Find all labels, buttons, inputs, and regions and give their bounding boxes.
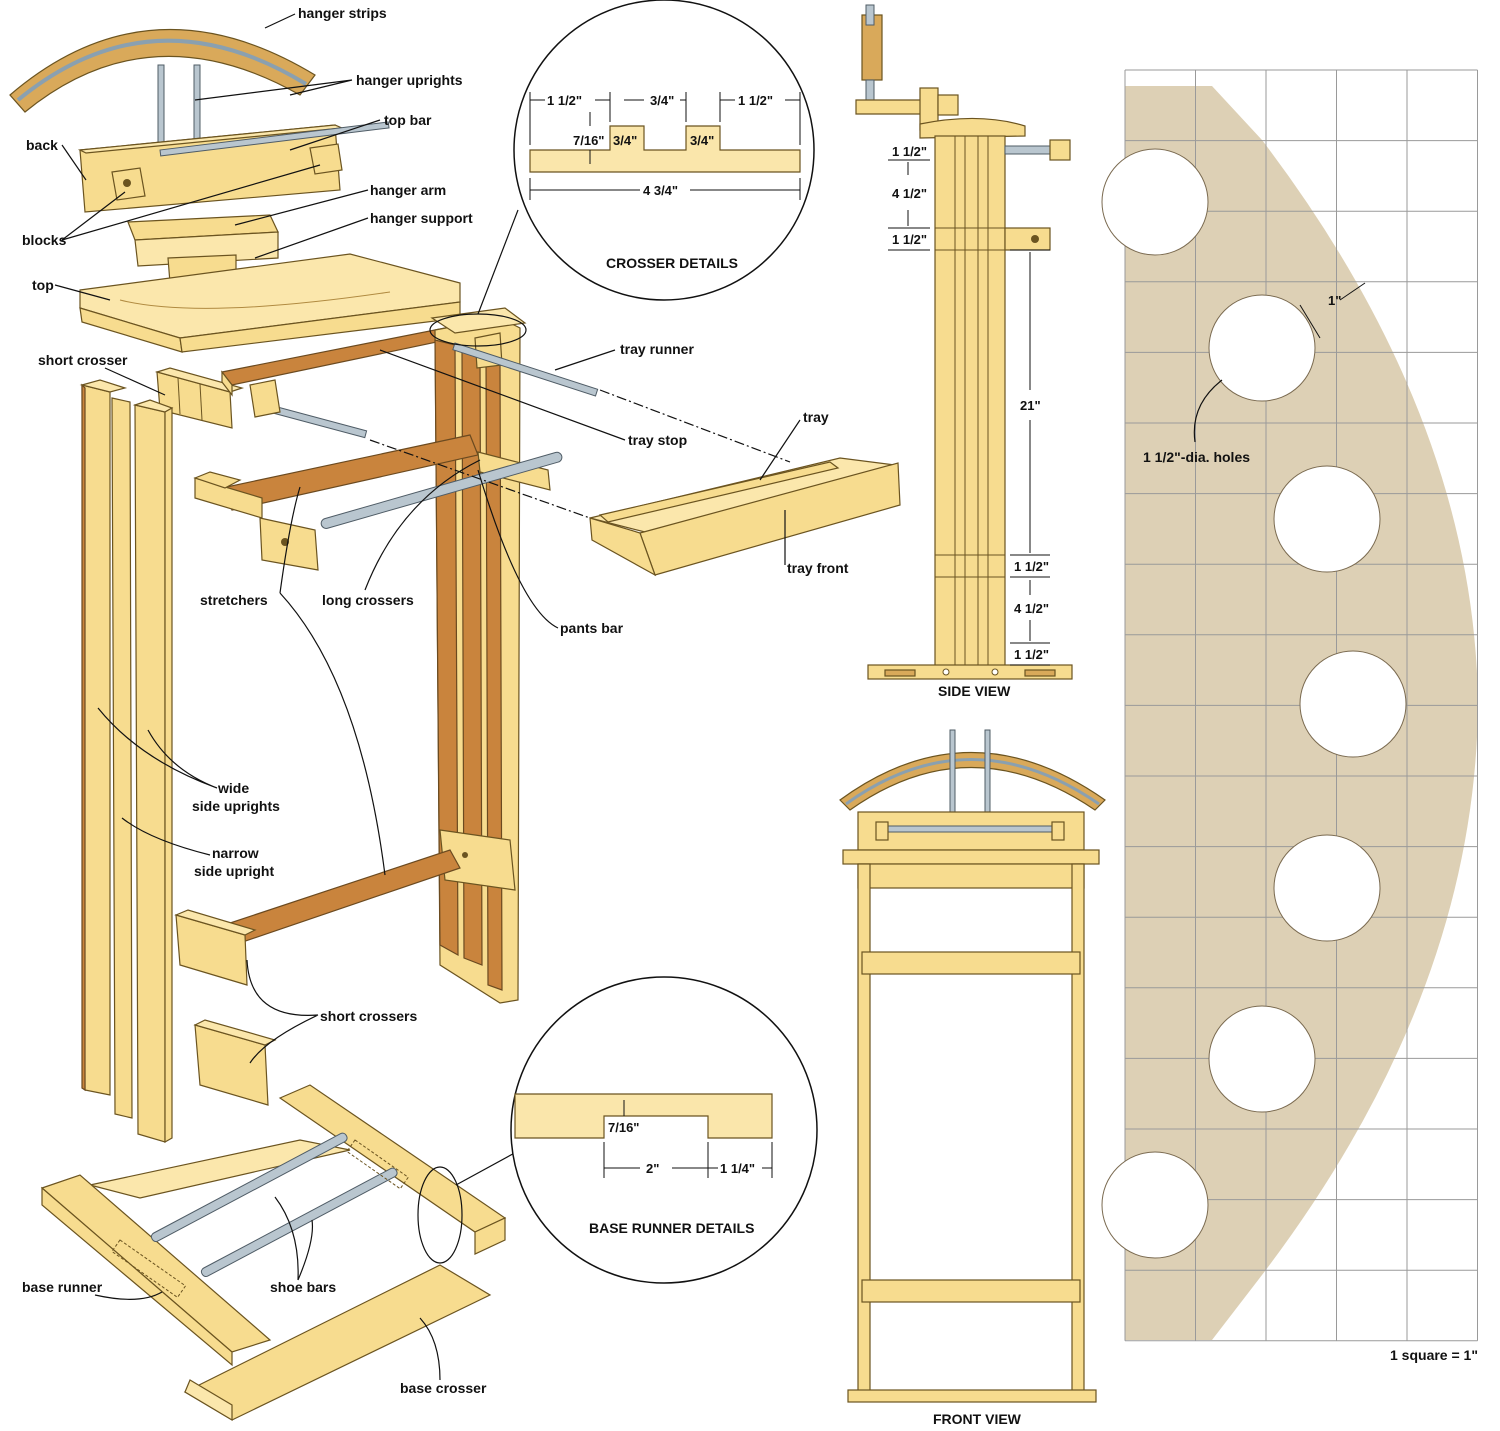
base-assembly-part bbox=[40, 1084, 507, 1422]
label-base-runner: base runner bbox=[22, 1279, 103, 1295]
base-dim-end: 1 1/4" bbox=[720, 1161, 755, 1176]
side-dim-3: 1 1/2" bbox=[892, 232, 927, 247]
label-narrow-side-upright-1: narrow bbox=[212, 845, 259, 861]
label-narrow-side-upright-2: side upright bbox=[194, 863, 274, 879]
side-dim-7: 1 1/2" bbox=[1014, 647, 1049, 662]
label-wide-side-uprights-2: side uprights bbox=[192, 798, 280, 814]
label-stretchers: stretchers bbox=[200, 592, 268, 608]
base-runner-details-title: BASE RUNNER DETAILS bbox=[589, 1220, 754, 1236]
crosser-dim-center: 3/4" bbox=[650, 93, 674, 108]
crosser-details-title: CROSSER DETAILS bbox=[606, 255, 738, 271]
base-runner-details-inset: 7/16" 2" 1 1/4" BASE RUNNER DETAILS bbox=[510, 976, 818, 1284]
pattern-hole bbox=[1101, 148, 1209, 256]
label-base-crosser: base crosser bbox=[400, 1380, 487, 1396]
label-hanger-strips: hanger strips bbox=[298, 5, 387, 21]
pattern-hole bbox=[1101, 1151, 1209, 1259]
side-view: 1 1/2" 4 1/2" 1 1/2" 21" 1 1/2" 4 1/2" 1… bbox=[855, 4, 1073, 699]
long-crosser-part bbox=[193, 434, 563, 571]
pattern-edge-dim: 1" bbox=[1328, 293, 1341, 308]
label-long-crossers: long crossers bbox=[322, 592, 414, 608]
label-short-crosser: short crosser bbox=[38, 352, 128, 368]
side-dim-5: 1 1/2" bbox=[1014, 559, 1049, 574]
tray-part bbox=[589, 457, 901, 577]
label-pants-bar: pants bar bbox=[560, 620, 624, 636]
label-hanger-arm: hanger arm bbox=[370, 182, 446, 198]
pattern-hole-label: 1 1/2"-dia. holes bbox=[1143, 449, 1250, 465]
side-dim-1: 1 1/2" bbox=[892, 144, 927, 159]
top-part bbox=[79, 253, 461, 353]
pattern-hole bbox=[1299, 650, 1407, 758]
crosser-dim-notch2: 3/4" bbox=[690, 133, 714, 148]
front-view: FRONT VIEW bbox=[839, 729, 1106, 1427]
tray-stop-part bbox=[220, 324, 472, 439]
short-crossers-part bbox=[193, 1019, 277, 1106]
pattern-hole bbox=[1273, 834, 1381, 942]
pattern-scale-label: 1 square = 1" bbox=[1390, 1347, 1478, 1363]
crosser-details-inset: 1 1/2" 3/4" 1 1/2" 7/16" 3/4" 3/4" 4 3/4… bbox=[513, 0, 815, 301]
label-tray-runner: tray runner bbox=[620, 341, 694, 357]
label-blocks: blocks bbox=[22, 232, 67, 248]
label-hanger-support: hanger support bbox=[370, 210, 473, 226]
pattern-hole bbox=[1208, 294, 1316, 402]
crosser-dim-depth: 7/16" bbox=[573, 133, 604, 148]
base-dim-depth: 7/16" bbox=[608, 1120, 639, 1135]
label-shoe-bars: shoe bars bbox=[270, 1279, 336, 1295]
lower-stretcher-part bbox=[174, 849, 461, 986]
label-short-crossers: short crossers bbox=[320, 1008, 417, 1024]
label-tray: tray bbox=[803, 409, 829, 425]
crosser-dim-total: 4 3/4" bbox=[643, 183, 678, 198]
crosser-dim-notch1: 3/4" bbox=[613, 133, 637, 148]
label-top: top bbox=[32, 277, 54, 293]
hanger-strips-part bbox=[9, 29, 316, 113]
label-tray-front: tray front bbox=[787, 560, 849, 576]
base-dim-notch: 2" bbox=[646, 1161, 659, 1176]
short-crosser-part bbox=[154, 367, 245, 429]
leader-lines bbox=[54, 13, 801, 1381]
crosser-dim-right: 1 1/2" bbox=[738, 93, 773, 108]
label-tray-stop: tray stop bbox=[628, 432, 687, 448]
side-dim-6: 4 1/2" bbox=[1014, 601, 1049, 616]
left-side-frame-part bbox=[79, 379, 174, 1144]
pattern-hole bbox=[1273, 465, 1381, 573]
label-back: back bbox=[26, 137, 58, 153]
side-dim-2: 4 1/2" bbox=[892, 186, 927, 201]
side-view-title: SIDE VIEW bbox=[938, 683, 1011, 699]
label-wide-side-uprights-1: wide bbox=[217, 780, 249, 796]
side-frame-part bbox=[430, 307, 599, 1004]
exploded-view: hanger strips hanger uprights top bar ba… bbox=[9, 5, 901, 1422]
pattern-hole bbox=[1208, 1005, 1316, 1113]
hanger-pattern: 1" 1 1/2"-dia. holes 1 square = 1" bbox=[1101, 69, 1478, 1363]
side-dim-4: 21" bbox=[1020, 398, 1041, 413]
crosser-dim-left: 1 1/2" bbox=[547, 93, 582, 108]
label-top-bar: top bar bbox=[384, 112, 432, 128]
front-view-title: FRONT VIEW bbox=[933, 1411, 1022, 1427]
label-hanger-uprights: hanger uprights bbox=[356, 72, 463, 88]
back-part bbox=[77, 121, 390, 213]
